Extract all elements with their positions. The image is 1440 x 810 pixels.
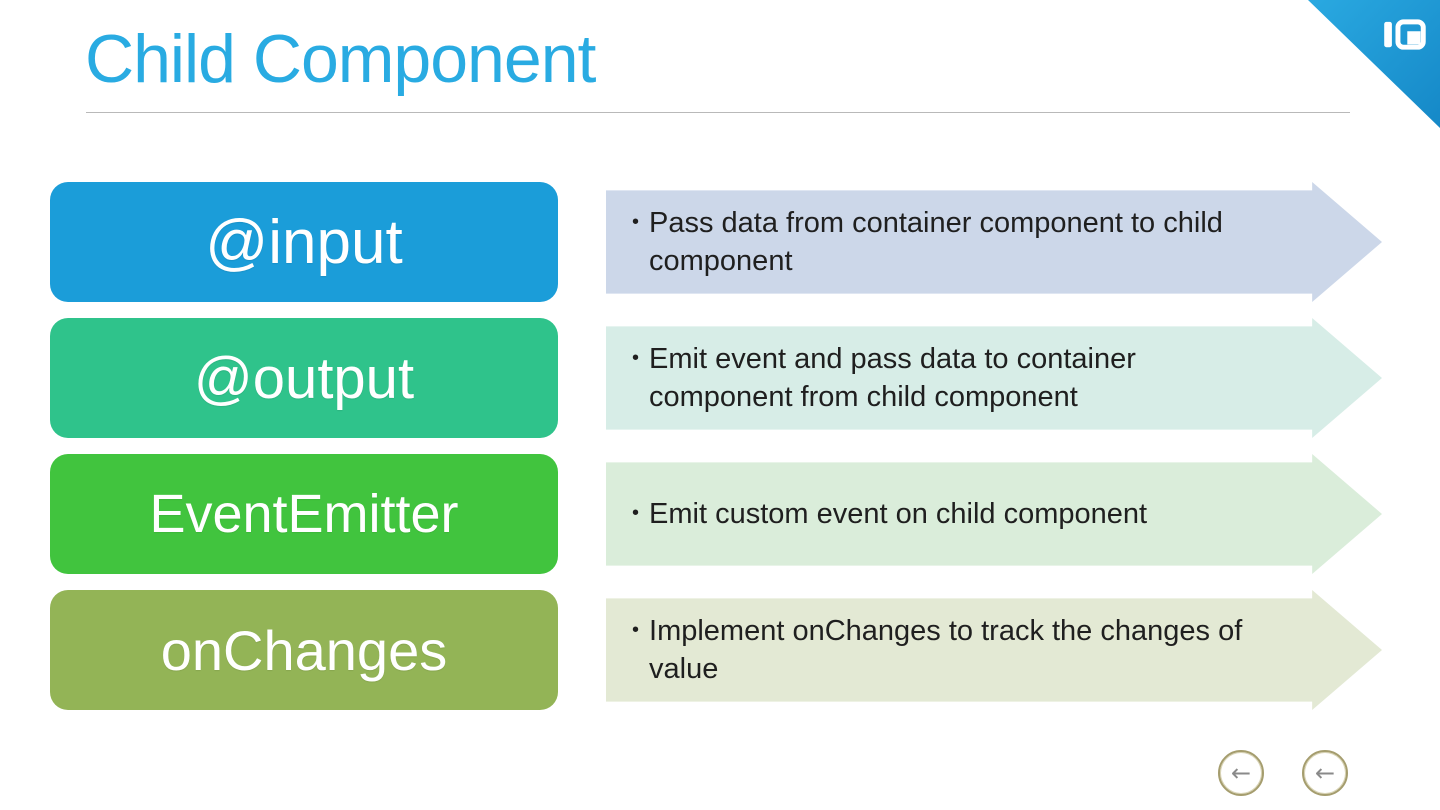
row-label: onChanges — [50, 590, 558, 710]
band-text-content: Emit custom event on child component — [649, 497, 1148, 530]
row-list: • Pass data from container component to … — [50, 182, 1382, 710]
row-band: • Implement onChanges to track the chang… — [606, 590, 1382, 710]
band-text-content: Pass data from container component to ch… — [649, 206, 1223, 277]
row-label: @input — [50, 182, 558, 302]
row-item-input: • Pass data from container component to … — [50, 182, 1382, 302]
row-item-output: • Emit event and pass data to container … — [50, 318, 1382, 438]
title-underline — [86, 112, 1350, 113]
brand-logo-icon — [1384, 19, 1426, 50]
back-arrow-button-1[interactable]: ← — [1218, 750, 1264, 796]
row-label: EventEmitter — [50, 454, 558, 574]
nav-buttons: ← ← — [1218, 750, 1348, 796]
page-title: Child Component — [85, 21, 596, 97]
band-text-content: Emit event and pass data to container co… — [649, 342, 1136, 413]
band-text: • Emit event and pass data to container … — [632, 340, 1272, 417]
row-band: • Emit custom event on child component — [606, 454, 1382, 574]
row-band: • Emit event and pass data to container … — [606, 318, 1382, 438]
row-item-onchanges: • Implement onChanges to track the chang… — [50, 590, 1382, 710]
back-arrow-button-2[interactable]: ← — [1302, 750, 1348, 796]
row-band: • Pass data from container component to … — [606, 182, 1382, 302]
bullet-icon: • — [632, 501, 640, 524]
band-text-content: Implement onChanges to track the changes… — [649, 614, 1243, 685]
band-text: • Pass data from container component to … — [632, 204, 1272, 281]
bullet-icon: • — [632, 210, 640, 233]
band-text: • Implement onChanges to track the chang… — [632, 612, 1272, 689]
band-text: • Emit custom event on child component — [632, 495, 1147, 533]
bullet-icon: • — [632, 618, 640, 641]
row-label: @output — [50, 318, 558, 438]
bullet-icon: • — [632, 346, 640, 369]
corner-triangle — [1308, 0, 1440, 128]
row-item-eventemitter: • Emit custom event on child component E… — [50, 454, 1382, 574]
